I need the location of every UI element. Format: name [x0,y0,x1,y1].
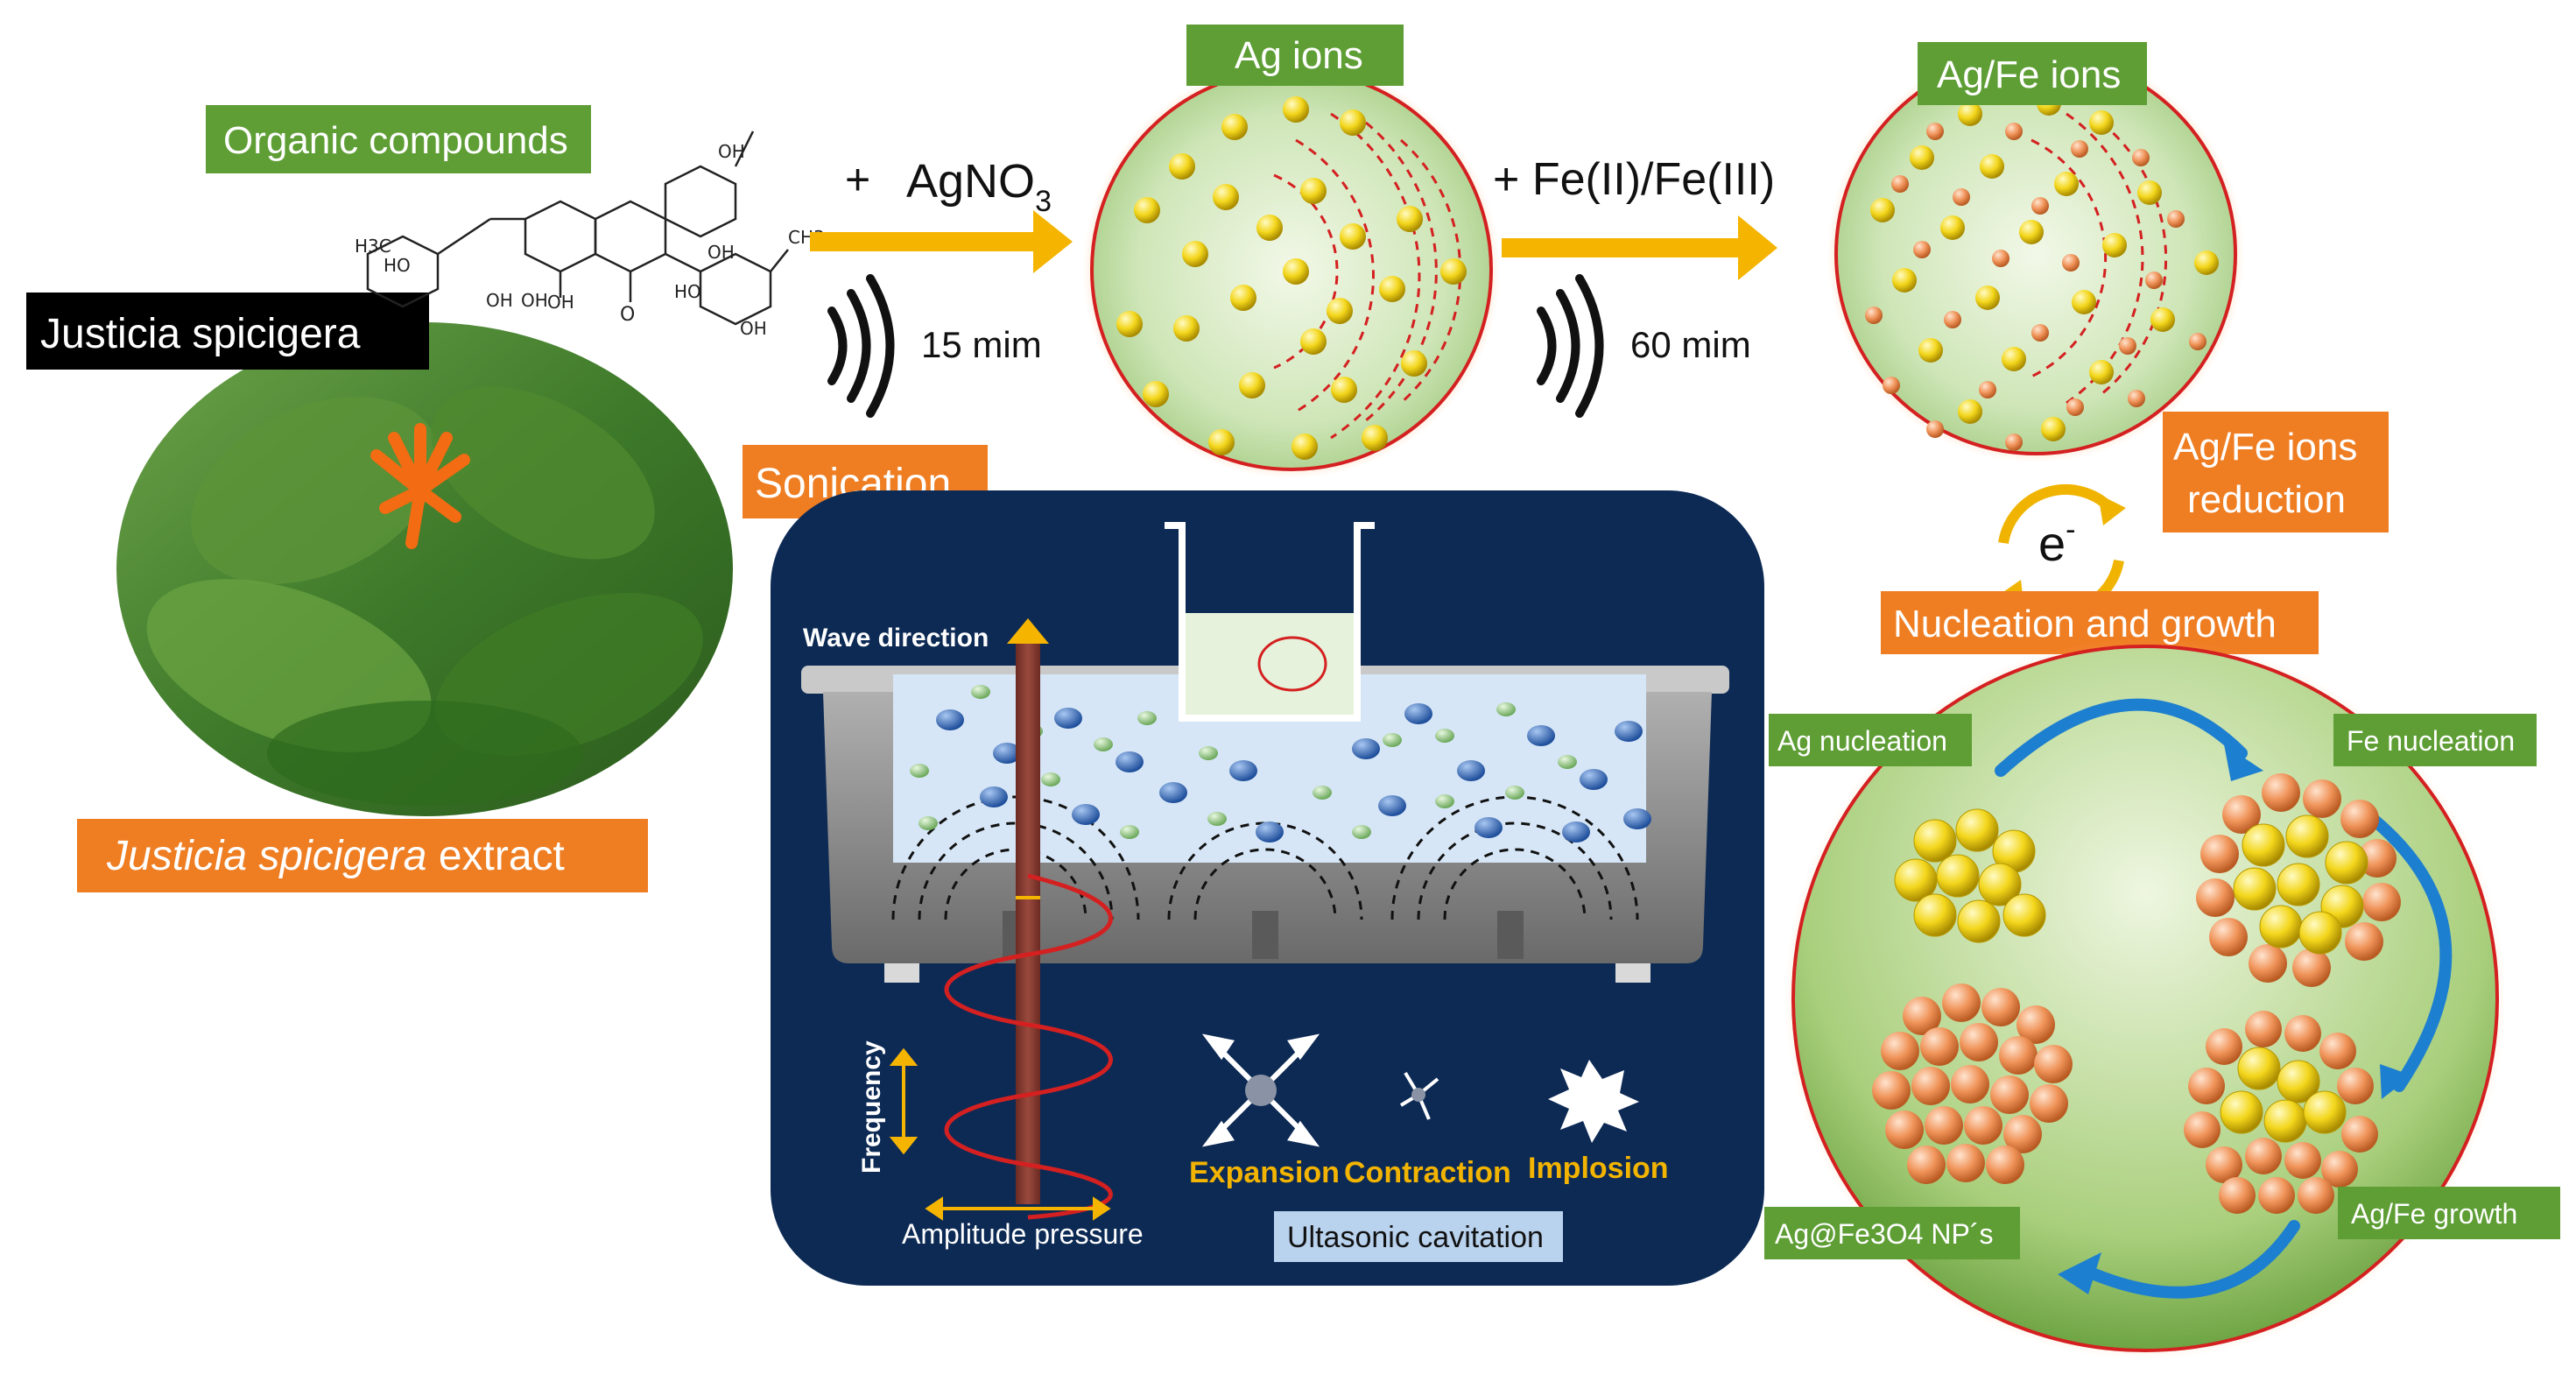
expansion-label: Expansion [1189,1156,1340,1189]
svg-text:Ag nucleation: Ag nucleation [1777,725,1947,757]
agfe-reduction-label: Ag/Fe ions reduction [2163,412,2389,532]
svg-text:reduction: reduction [2187,478,2346,521]
contraction-label: Contraction [1344,1156,1511,1189]
time-2: 60 mim [1630,324,1751,365]
cavitation-label: Ultasonic cavitation [1274,1211,1563,1262]
svg-text:+ Fe(II)/Fe(III): + Fe(II)/Fe(III) [1493,154,1775,205]
implosion-icon [1548,1060,1639,1143]
species-label: Justicia spicigera [26,293,429,370]
wave-direction-label: Wave direction [803,624,989,652]
ag-cluster [1894,808,2046,943]
svg-text:HO: HO [384,255,411,276]
flavonoid-molecule [366,130,789,326]
organic-compounds-label: Organic compounds [206,105,591,173]
amplitude-arrow [925,1196,1111,1221]
reaction-arrow-2: + Fe(II)/Fe(III) [1493,154,1777,280]
wave-direction-rod [944,618,1113,1220]
svg-text:Ag/Fe growth: Ag/Fe growth [2351,1198,2517,1230]
svg-text:Ultasonic cavitation: Ultasonic cavitation [1287,1221,1544,1254]
time-1: 15 mim [921,324,1042,365]
agfe-growth-label: Ag/Fe growth [2338,1187,2560,1239]
ag-ions-label: Ag ions [1186,25,1404,86]
sound-wave-icon-2 [1537,274,1604,418]
svg-text:HO: HO [674,281,701,302]
ag-nucleation-label: Ag nucleation [1769,714,1972,766]
expansion-icon [1201,1033,1320,1147]
extract-label: Justicia spicigera extract [77,819,648,892]
svg-text:Justicia spicigera extract: Justicia spicigera extract [106,833,565,879]
nucleation-circle: Ag nucleation Fe nucleation Ag/Fe growth… [1764,638,2560,1359]
svg-text:+: + [845,155,870,204]
svg-text:e-: e- [2038,513,2075,571]
frequency-label: Frequency [857,1040,886,1174]
contraction-icon [1399,1071,1439,1120]
svg-text:OH: OH [707,242,735,263]
core-shell-cluster [1872,984,2073,1184]
svg-text:Ag@Fe3O4 NP´s: Ag@Fe3O4 NP´s [1775,1218,1993,1250]
svg-text:OH: OH [718,141,745,162]
fe-nucleation-cluster [2196,773,2401,987]
agfe-ions-label: Ag/Fe ions [1918,42,2147,105]
orange-flower [370,423,470,549]
svg-text:OH: OH [486,290,513,311]
svg-text:OH: OH [740,318,767,339]
svg-text:H3C: H3C [355,236,391,257]
svg-text:Organic compounds: Organic compounds [223,119,568,162]
agfe-ions-circle [1827,46,2244,462]
svg-text:Nucleation and growth: Nucleation and growth [1893,603,2277,645]
svg-text:O: O [620,304,635,326]
svg-text:Ag/Fe ions: Ag/Fe ions [2173,426,2357,469]
fe-nucleation-label: Fe nucleation [2333,714,2537,766]
reaction-arrow-1: + AgNO3 [810,155,1073,273]
svg-text:OH: OH [521,290,548,311]
beaker [1165,522,1375,722]
svg-text:OH: OH [547,292,574,313]
svg-text:AgNO3: AgNO3 [906,155,1052,218]
sound-wave-icon [827,274,895,418]
growth-cluster [2184,1011,2378,1214]
svg-text:Ag/Fe ions: Ag/Fe ions [1937,53,2121,96]
ag-ions-circle [1083,61,1500,478]
svg-text:Justicia spicigera: Justicia spicigera [40,311,361,357]
sonication-panel: Wave direction Frequency Amplitude press… [771,490,1764,1286]
plant-photo [116,322,733,816]
amplitude-label: Amplitude pressure [902,1218,1144,1250]
svg-text:Fe nucleation: Fe nucleation [2347,725,2515,757]
svg-text:Ag ions: Ag ions [1235,34,1363,77]
implosion-label: Implosion [1528,1152,1669,1185]
frequency-arrow [889,1047,918,1155]
product-label: Ag@Fe3O4 NP´s [1764,1207,2020,1259]
